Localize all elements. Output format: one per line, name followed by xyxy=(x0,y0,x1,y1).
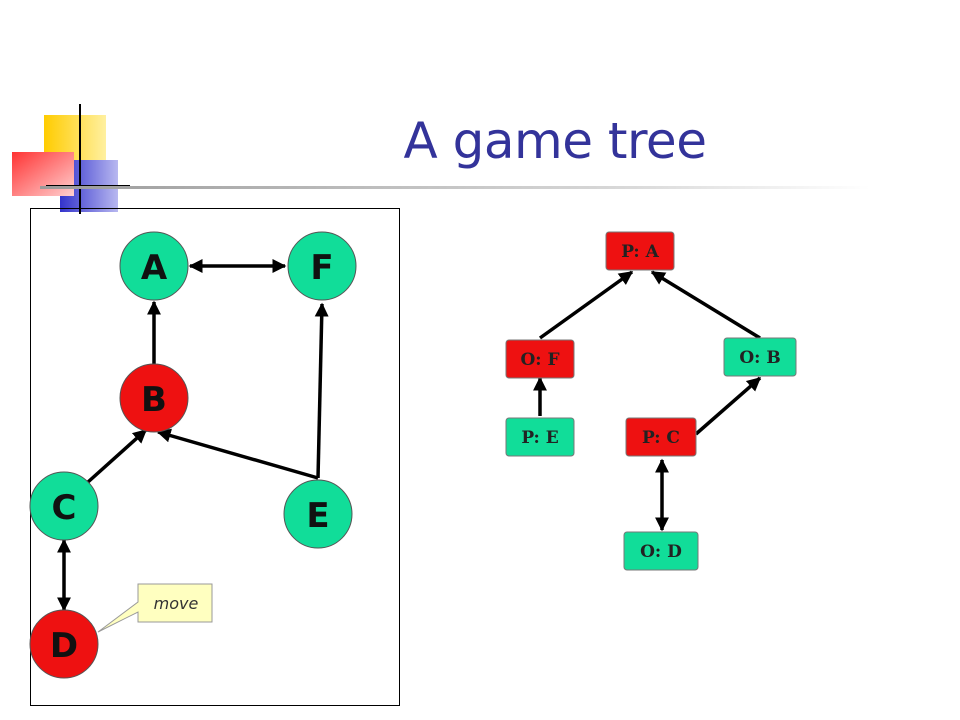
move-callout: move xyxy=(97,583,213,633)
graph-node-b-label: B xyxy=(141,380,167,420)
title-underline xyxy=(40,186,870,189)
tree-node-p-e: P: E xyxy=(505,417,575,457)
graph-node-d: D xyxy=(29,609,99,679)
graph-node-e: E xyxy=(283,479,353,549)
tree-node-o-d-label: O: D xyxy=(640,542,682,562)
tree-node-p-a: P: A xyxy=(605,231,675,271)
graph-node-e-label: E xyxy=(306,496,329,536)
tree-nodes: P: A O: F O: B P: E P: C O: D xyxy=(505,231,797,571)
tree-node-o-b: O: B xyxy=(723,337,797,377)
tree-node-p-a-label: P: A xyxy=(621,242,659,262)
graph-node-b: B xyxy=(119,363,189,433)
graph-node-a-label: A xyxy=(141,248,168,288)
tree-node-p-c-label: P: C xyxy=(642,428,680,448)
graph-node-c-label: C xyxy=(52,488,77,528)
tree-node-p-e-label: P: E xyxy=(521,428,558,448)
tree-node-o-d: O: D xyxy=(623,531,699,571)
move-callout-label: move xyxy=(154,594,199,613)
tree-node-o-b-label: O: B xyxy=(739,348,780,368)
graph-edge-e-b xyxy=(156,428,319,480)
graph-nodes: A F B C E D xyxy=(29,231,357,679)
graph-node-c: C xyxy=(29,471,99,541)
slide-title: A game tree xyxy=(403,112,707,170)
tree-edge-pc-ob xyxy=(694,376,762,436)
graph-node-f-label: F xyxy=(310,248,333,288)
tree-node-o-f-label: O: F xyxy=(520,350,559,370)
tree-edges xyxy=(533,270,762,532)
graph-node-a: A xyxy=(119,231,189,301)
graph-node-d-label: D xyxy=(50,626,78,666)
tree-edge-of-pa xyxy=(538,270,634,340)
tree-node-o-f: O: F xyxy=(505,339,575,379)
graph-node-f: F xyxy=(287,231,357,301)
graph-edge-e-f xyxy=(314,302,329,479)
tree-node-p-c: P: C xyxy=(625,417,697,457)
graph-edge-c-b xyxy=(86,428,148,484)
graph-edges xyxy=(57,259,329,612)
game-graph-panel xyxy=(30,208,400,706)
tree-edge-ob-pa xyxy=(650,270,761,340)
